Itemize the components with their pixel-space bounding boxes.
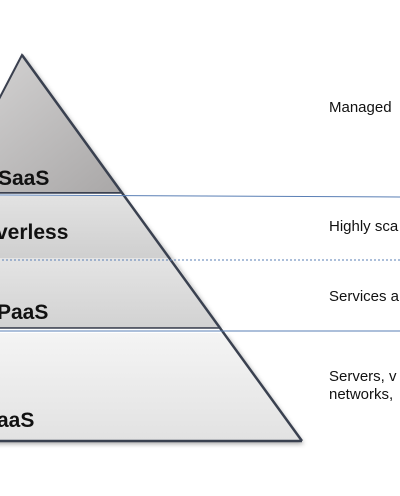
- pyramid-outline: [20, 54, 304, 442]
- pyramid-band-serverless: [0, 196, 172, 258]
- layer-description-paas: Services a: [329, 288, 400, 305]
- layer-label-saas: SaaS: [0, 167, 49, 190]
- layer-description-iaas: Servers, v networks,: [329, 368, 397, 403]
- pyramid-band-iaas: [0, 334, 302, 441]
- layer-label-paas: PaaS: [0, 301, 48, 324]
- pyramid-band-paas: [0, 258, 220, 327]
- layer-description-serverless: Highly sca: [329, 218, 399, 235]
- separator-line-1: [0, 194, 400, 198]
- layer-description-saas: Managed: [329, 99, 392, 116]
- layer-label-iaas: aaS: [0, 409, 34, 432]
- layer-label-serverless: verless: [0, 221, 68, 244]
